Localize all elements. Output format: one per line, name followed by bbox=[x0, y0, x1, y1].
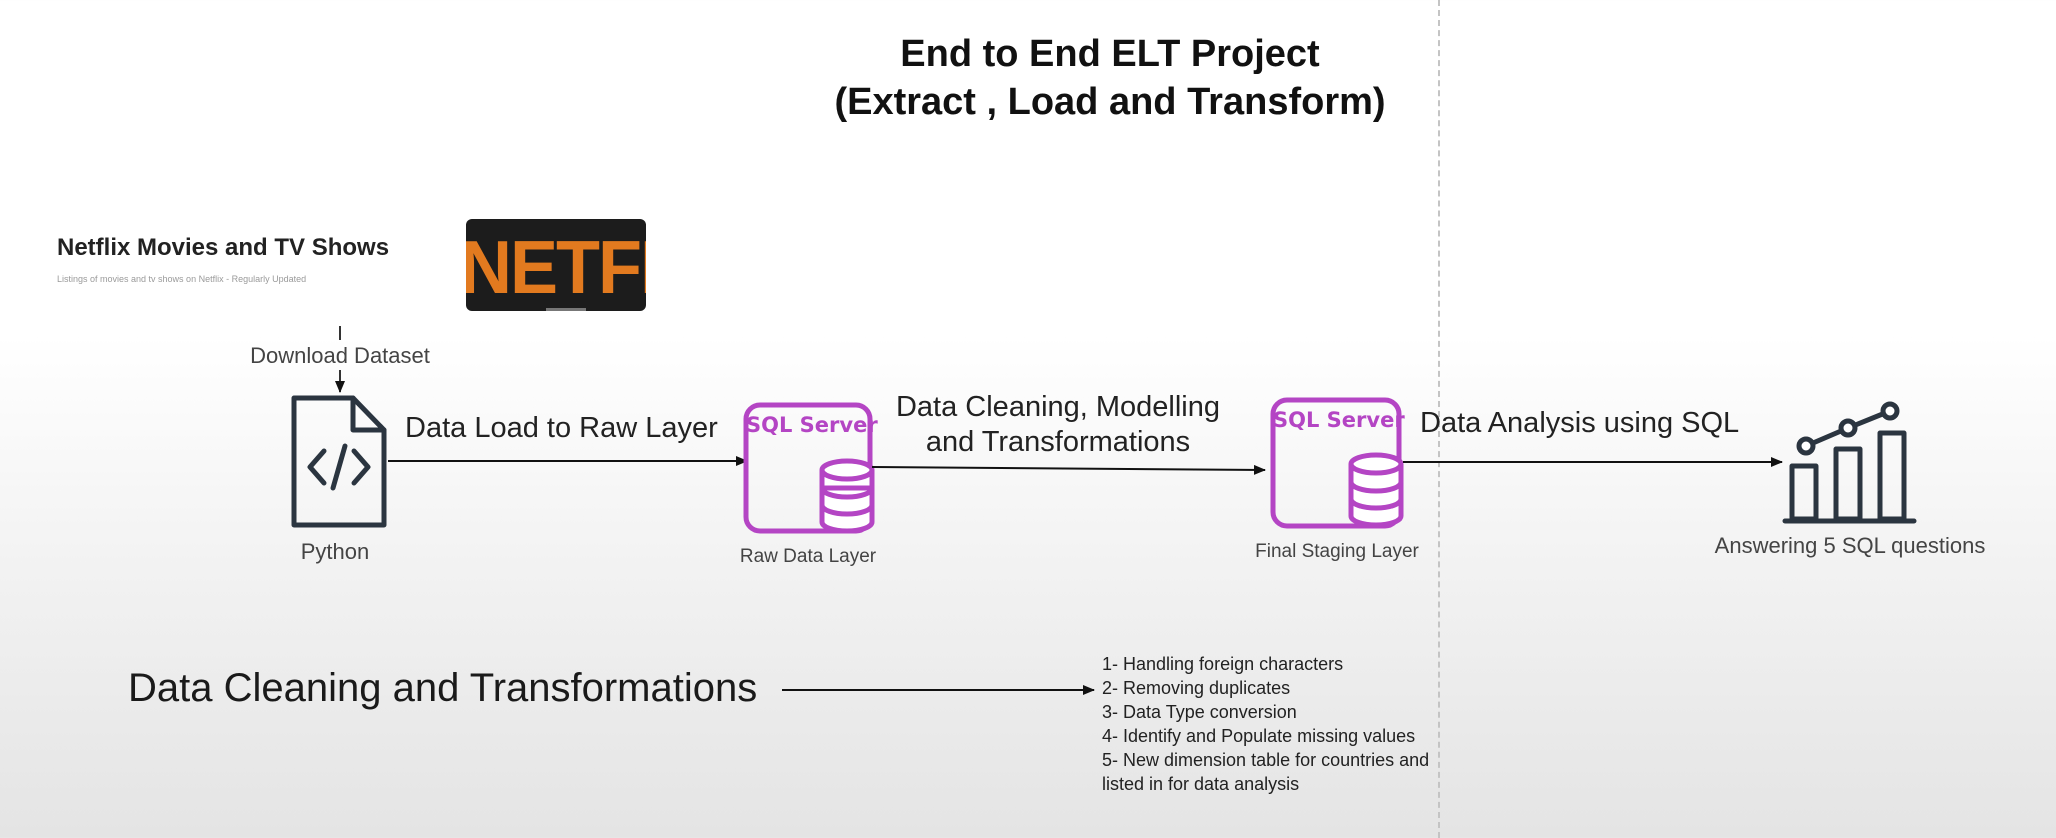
list-item: 1- Handling foreign characters bbox=[1102, 654, 1344, 674]
python-label: Python bbox=[300, 539, 370, 564]
download-dataset-label: Download Dataset bbox=[250, 343, 430, 368]
list-item: listed in for data analysis bbox=[1102, 774, 1300, 794]
analytics-chart-icon bbox=[1782, 401, 1917, 524]
page-title: End to End ELT Project (Extract , Load a… bbox=[0, 30, 2056, 126]
transformations-heading: Data Cleaning and Transformations bbox=[128, 666, 758, 710]
data-analysis-label: Data Analysis using SQL bbox=[1420, 407, 1740, 439]
title-line-2: (Extract , Load and Transform) bbox=[834, 81, 1386, 123]
list-item: 5- New dimension table for countries and bbox=[1102, 750, 1430, 770]
transformations-steps-list: 1- Handling foreign characters 2- Removi… bbox=[1102, 652, 1429, 796]
dataset-subtitle: Listings of movies and tv shows on Netfl… bbox=[57, 274, 307, 284]
list-item: 2- Removing duplicates bbox=[1102, 678, 1291, 698]
python-file-icon bbox=[291, 395, 387, 528]
netflix-logo: NETFLIX bbox=[466, 219, 646, 311]
title-line-1: End to End ELT Project bbox=[900, 33, 1320, 75]
final-sql-server-icon bbox=[1270, 397, 1404, 529]
raw-sql-server-icon bbox=[743, 402, 875, 534]
raw-sql-server-badge: SQL Server bbox=[746, 413, 878, 437]
cleaning-modelling-label: Data Cleaning, Modelling and Transformat… bbox=[868, 390, 1248, 460]
transform-arrow bbox=[871, 464, 1266, 475]
list-item: 4- Identify and Populate missing values bbox=[1102, 726, 1416, 746]
load-to-raw-label: Data Load to Raw Layer bbox=[405, 412, 718, 444]
cleaning-label-line-2: and Transformations bbox=[925, 426, 1191, 458]
raw-data-layer-label: Raw Data Layer bbox=[739, 546, 877, 567]
final-sql-server-badge: SQL Server bbox=[1273, 408, 1405, 432]
list-item: 3- Data Type conversion bbox=[1102, 702, 1297, 722]
netflix-logo-bar bbox=[546, 308, 586, 311]
answering-questions-label: Answering 5 SQL questions bbox=[1714, 533, 1986, 558]
dataset-title: Netflix Movies and TV Shows bbox=[57, 234, 390, 261]
section-divider bbox=[1438, 0, 1440, 838]
cleaning-label-line-1: Data Cleaning, Modelling bbox=[895, 391, 1221, 423]
final-staging-layer-label: Final Staging Layer bbox=[1255, 541, 1419, 562]
netflix-logo-text: NETFLIX bbox=[466, 226, 646, 310]
